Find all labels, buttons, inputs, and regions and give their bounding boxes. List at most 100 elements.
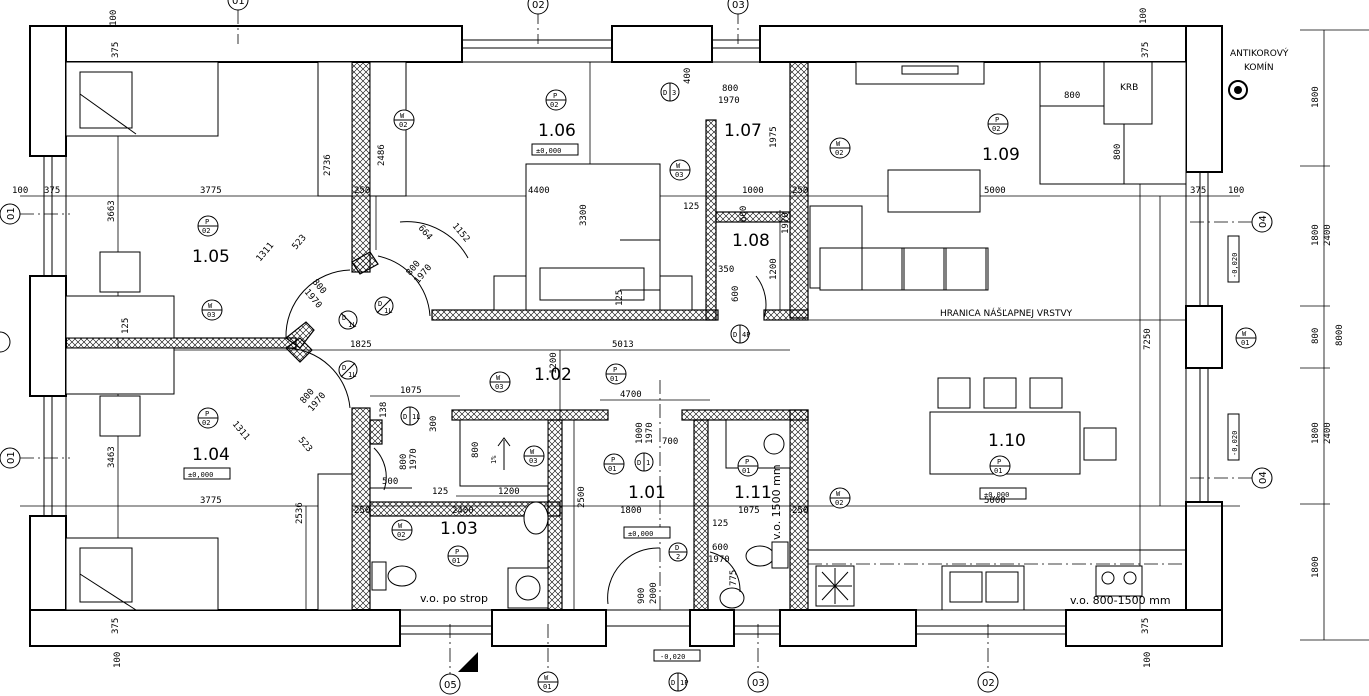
floor-level-marks: ±0,000 ±0,000 ±0,000 ±0,000 -0,020 -0,02… (183, 143, 1240, 662)
dim-text: 500 (382, 477, 398, 487)
svg-text:W: W (836, 140, 841, 148)
dim-text: 600 (739, 206, 749, 222)
level-mark: ±0,000 (536, 147, 561, 155)
tag-w02: W02 (829, 487, 851, 509)
room-labels: 1.05 1.04 1.06 1.07 1.08 1.09 1.02 1.03 … (192, 121, 1026, 539)
svg-text:01: 01 (232, 0, 245, 7)
dim-text: 1311 (230, 420, 252, 443)
dim-text: 100 (1143, 652, 1153, 668)
dim-text: 2000 (649, 582, 659, 604)
svg-text:D: D (675, 544, 679, 552)
axis-marker-top: 01 (227, 0, 249, 11)
door-swings (285, 221, 767, 605)
svg-text:P: P (611, 456, 615, 464)
svg-text:02: 02 (835, 499, 843, 507)
svg-text:03: 03 (732, 0, 745, 11)
dim-text: 1200 (769, 258, 779, 280)
tag-w02: W02 (393, 109, 415, 131)
dim-text: 2736 (323, 154, 333, 176)
tag-w02: W02 (391, 519, 413, 541)
dim-text: 2400 (1323, 422, 1333, 444)
axis-marker-top: 03 (727, 0, 749, 15)
furniture (65, 61, 1248, 611)
svg-text:01: 01 (742, 467, 750, 475)
dim-text: 3663 (107, 200, 117, 222)
dim-text: 375 (1190, 186, 1206, 196)
dim-text: 1200 (549, 352, 559, 374)
svg-text:W: W (530, 448, 535, 456)
room-name: 1.07 (724, 121, 762, 141)
tag-w03: W03 (523, 445, 545, 467)
svg-text:04: 04 (1258, 471, 1269, 484)
svg-text:D: D (671, 679, 675, 687)
svg-text:03: 03 (529, 457, 537, 465)
tag-door: D1L (338, 360, 358, 380)
dim-text: 1800 (620, 506, 642, 516)
dim-text: 800 (1064, 91, 1080, 101)
dim-text: 523 (291, 233, 309, 252)
dim-text: 4400 (528, 186, 550, 196)
dim-text: 800 (1113, 144, 1123, 160)
dim-text: 1000 (742, 186, 764, 196)
dim-text: 2500 (577, 486, 587, 508)
dim-text: 375 (111, 618, 121, 634)
svg-text:P: P (995, 116, 999, 124)
svg-text:02: 02 (202, 227, 210, 235)
floor-tags: P02 P02 P02 P02 P01 P01 P01 P01 P01 (197, 89, 1011, 567)
room-name: 1.02 (534, 365, 572, 385)
level-mark: ±0,000 (628, 530, 653, 538)
bath-height-note: v.o. 1500 mm (770, 464, 783, 540)
dim-text: 125 (712, 519, 728, 529)
svg-text:01: 01 (543, 683, 551, 691)
svg-text:W: W (676, 162, 681, 170)
dim-text: 800 (471, 442, 481, 458)
dim-text: 250 (354, 186, 370, 196)
axis-markers: 01 02 03 05 03 02 01 01 04 04 (0, 0, 1273, 695)
tag-w02: W02 (829, 137, 851, 159)
svg-text:02: 02 (992, 125, 1000, 133)
dim-text: 1970 (781, 212, 791, 234)
dim-text: 1970 (409, 448, 419, 470)
svg-text:D: D (378, 300, 382, 308)
svg-text:02: 02 (202, 419, 210, 427)
svg-text:P: P (613, 366, 617, 374)
room-name: 1.08 (732, 231, 770, 251)
tag-door: D1L (338, 310, 358, 330)
dim-text: 800 (399, 454, 409, 470)
dim-text: 800 (1311, 328, 1321, 344)
wall-tags: W02 W03 W02 W03 W03 W03 W02 W02 W01 W01 (201, 109, 1257, 693)
dim-text: 700 (662, 437, 678, 447)
dim-text: 100 (1228, 186, 1244, 196)
tag-w03: W03 (489, 371, 511, 393)
svg-text:2: 2 (676, 553, 680, 561)
axis-marker-bottom: 05 (439, 673, 461, 695)
floor-boundary-label: HRANICA NÁŠĽAPNEJ VRSTVY (940, 307, 1073, 319)
svg-text:D: D (403, 413, 407, 421)
dim-text: 900 (637, 588, 647, 604)
dim-text: 1800 (1311, 224, 1321, 246)
svg-text:W: W (836, 490, 841, 498)
axis-grid (20, 10, 1262, 676)
svg-text:1L: 1L (384, 307, 392, 315)
fireplace-label: KRB (1120, 83, 1138, 93)
level-mark: -0,020 (1231, 431, 1239, 456)
dim-text: 1000 (635, 422, 645, 444)
tag-door: D2 (668, 542, 688, 562)
svg-text:P: P (997, 458, 1001, 466)
svg-text:P: P (745, 458, 749, 466)
svg-text:D: D (637, 459, 641, 467)
dim-text: 1200 (498, 487, 520, 497)
dim-text: 1970 (645, 422, 655, 444)
dim-text: 250 (792, 186, 808, 196)
axis-marker-top: 02 (527, 0, 549, 15)
tag-door: D1L (374, 296, 394, 316)
svg-text:01: 01 (6, 451, 17, 464)
svg-text:P: P (205, 410, 209, 418)
dim-text: 1311 (255, 241, 277, 264)
dim-text: 5000 (984, 186, 1006, 196)
dim-text: 250 (354, 506, 370, 516)
